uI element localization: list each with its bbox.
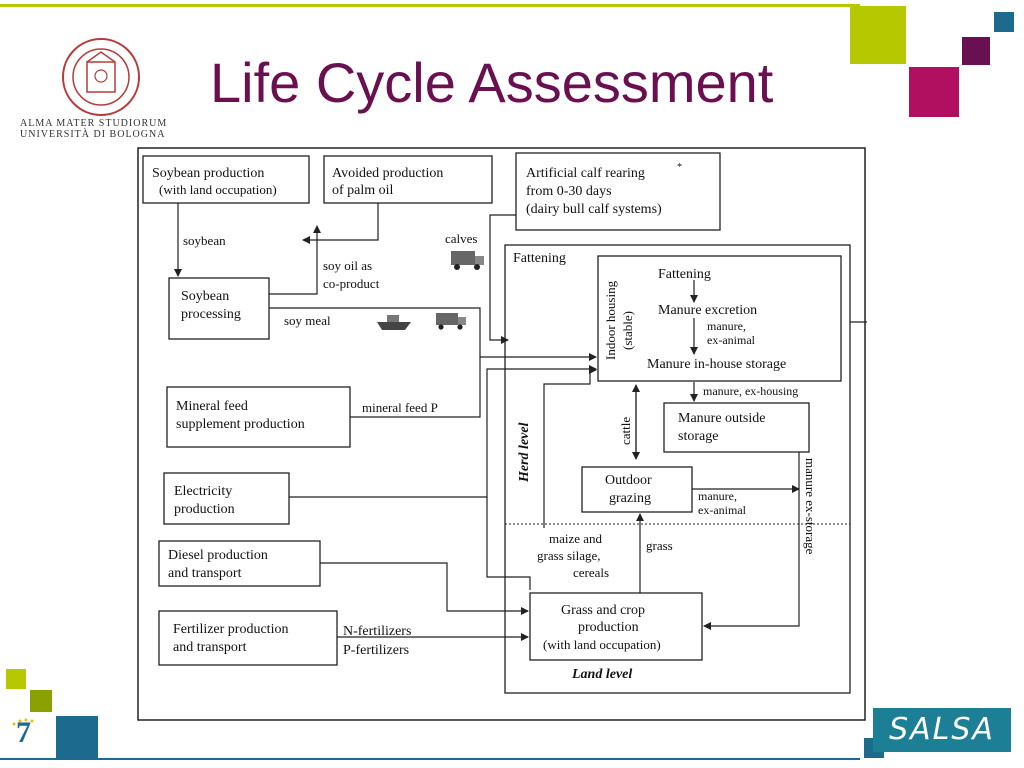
salsa-logo: SALSA [873, 708, 1011, 752]
university-name: ALMA MATER STUDIORUM UNIVERSITÀ DI BOLOG… [20, 118, 167, 140]
calf-rearing-mark: * [677, 162, 682, 173]
manure-outside-storage-box [663, 402, 810, 453]
magenta-square [909, 67, 959, 117]
svg-text:7: 7 [16, 716, 31, 744]
soybean-production-text: Soybean production(with land occupation) [152, 166, 277, 197]
mineral-feed-box [166, 386, 351, 448]
label-land-level: Land level [571, 667, 632, 682]
arrow-soy-meal [269, 307, 597, 361]
line-diesel [320, 562, 529, 615]
label-n-fertilizers: N-fertilizers [343, 624, 411, 639]
truck-icon-2 [436, 313, 466, 330]
indoor-fattening-text: Fattening [658, 267, 711, 282]
lime-small-square [6, 669, 26, 689]
soybean-production-box [142, 155, 310, 204]
label-manure-ex-housing: manure, ex-housing [703, 384, 798, 398]
grass-crop-box [529, 592, 703, 661]
label-cattle: cattle [618, 417, 633, 445]
label-manure-ex-storage: manure ex-storage [803, 458, 818, 555]
label-grass: grass [646, 538, 673, 553]
label-p-fertilizers: P-fertilizers [343, 643, 409, 658]
manure-inhouse-text: Manure in-house storage [647, 357, 786, 372]
lime-small-square-2 [30, 690, 52, 712]
calf-rearing-box [515, 152, 721, 231]
arrow-palm-oil [302, 203, 379, 244]
arrow-calves [489, 214, 516, 344]
label-mineral-feed-p: mineral feed P [362, 400, 438, 415]
soybean-processing-box [168, 277, 270, 340]
label-manure-ex-animal-1: manure,ex-animal [707, 319, 756, 347]
arrow-crops-to-herd [486, 497, 531, 590]
university-line-1: ALMA MATER STUDIORUM [20, 118, 168, 129]
page-title: Life Cycle Assessment [210, 51, 774, 114]
fp7-logo: 7 [4, 716, 50, 749]
label-calves: calves [445, 231, 477, 246]
truck-icon [451, 251, 484, 270]
label-herd-level: Herd level [517, 422, 532, 483]
label-manure-ex-animal-2: manure,ex-animal [698, 489, 747, 517]
diesel-box [158, 540, 321, 587]
line-electricity [289, 365, 597, 498]
university-line-2: UNIVERSITÀ DI BOLOGNA [20, 129, 166, 140]
lime-square [850, 6, 906, 64]
label-soy-meal: soy meal [284, 313, 331, 328]
teal-square [994, 12, 1014, 32]
electricity-box [163, 472, 290, 525]
university-seal-icon [60, 36, 142, 118]
teal-small-square [56, 716, 98, 758]
fertilizer-box [158, 610, 338, 666]
manure-excretion-text: Manure excretion [658, 303, 757, 318]
indoor-housing-box [597, 255, 842, 382]
label-soybean: soybean [183, 233, 226, 248]
bottom-accent-line [0, 758, 860, 760]
fattening-group-label: Fattening [513, 251, 566, 266]
indoor-housing-label: Indoor housing(stable) [603, 280, 635, 360]
arrow-manure-ex-storage [703, 452, 800, 630]
arrow-soy-oil [269, 225, 321, 295]
plum-square [962, 37, 990, 65]
ship-icon [377, 315, 411, 330]
top-accent-line [0, 4, 860, 7]
avoided-palm-oil-box [323, 155, 493, 204]
fattening-group-box [504, 244, 851, 694]
arrow-mineral-feed [350, 357, 481, 418]
